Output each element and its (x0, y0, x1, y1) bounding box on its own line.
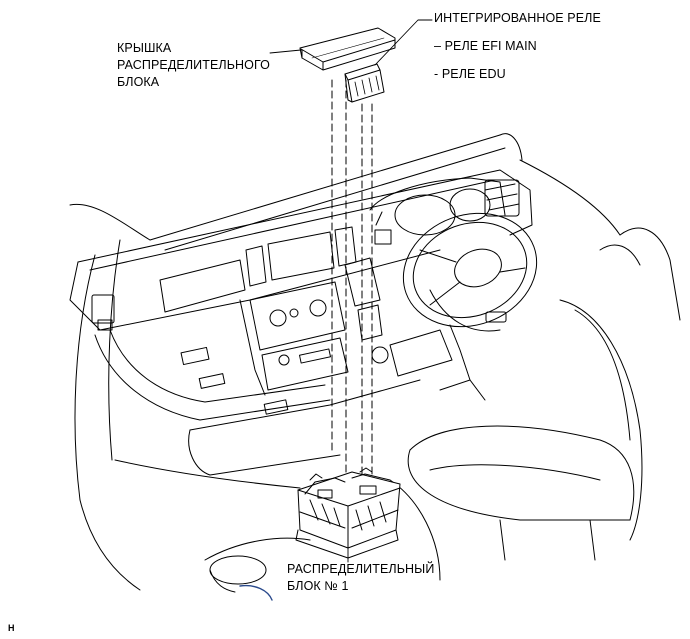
figure-code: H (8, 623, 15, 633)
seat (407, 299, 643, 561)
instrument-cluster (369, 177, 520, 245)
dashboard-panel (69, 169, 533, 476)
junction-block-cover (299, 27, 396, 71)
cover-label: КРЫШКА РАСПРЕДЕЛИТЕЛЬНОГО БЛОКА (117, 40, 270, 91)
cover-label-line-3: БЛОКА (117, 75, 160, 89)
junction-block-label-line-1: РАСПРЕДЕЛИТЕЛЬНЫЙ (287, 562, 435, 576)
installation-dashed-lines (331, 79, 373, 491)
cover-label-line-1: КРЫШКА (117, 41, 172, 55)
junction-block-label: РАСПРЕДЕЛИТЕЛЬНЫЙ БЛОК № 1 (287, 561, 434, 595)
steering-wheel (402, 212, 538, 401)
integrated-relay-label: ИНТЕГРИРОВАННОЕ РЕЛЕ (434, 11, 601, 25)
integrated-relay (344, 63, 385, 103)
edu-relay-label: - РЕЛЕ EDU (434, 67, 506, 81)
junction-block-label-line-2: БЛОК № 1 (287, 579, 349, 593)
junction-block-1 (295, 467, 401, 559)
efi-main-relay-label: – РЕЛЕ EFI MAIN (434, 39, 537, 53)
door-frame (519, 159, 681, 321)
leader-lines (269, 19, 433, 66)
cover-label-line-2: РАСПРЕДЕЛИТЕЛЬНОГО (117, 58, 270, 72)
body-outline (69, 133, 523, 591)
